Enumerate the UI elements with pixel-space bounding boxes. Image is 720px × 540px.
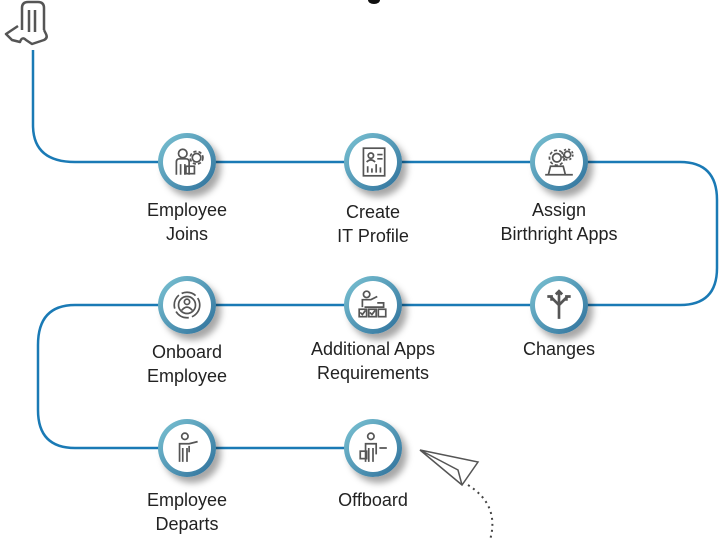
step-node [344, 276, 402, 334]
step-label-line2: Requirements [316, 363, 430, 383]
step-node [158, 419, 216, 477]
apps-gear-icon [545, 148, 574, 176]
step-label-line1: Onboard [151, 342, 223, 362]
step-label: Changes [459, 337, 659, 361]
step-label-line2: Departs [155, 514, 219, 534]
person-cycle-icon [173, 291, 201, 319]
person-exit-icon [359, 432, 387, 462]
step-label-line2: IT Profile [337, 226, 409, 246]
split-arrows-icon [547, 289, 571, 319]
step-label: Create IT Profile [273, 200, 473, 248]
person-pointing-icon [178, 432, 198, 462]
step-label-line1: Create [345, 202, 401, 222]
checklist-person-icon [358, 290, 387, 318]
step-label-line1: Assign [531, 200, 587, 220]
profile-document-icon [362, 147, 386, 177]
step-node [344, 419, 402, 477]
step-label-line2: Employee [146, 366, 228, 386]
person-gear-icon [175, 148, 204, 175]
step-label-line1: Changes [522, 339, 596, 359]
step-node [530, 276, 588, 334]
step-node [530, 133, 588, 191]
step-node [158, 133, 216, 191]
step-label-line1: Employee [146, 200, 228, 220]
step-label-line1: Additional Apps [310, 339, 436, 359]
puzzle-hand-icon [4, 0, 48, 46]
dotted-trail [467, 484, 494, 540]
step-node [344, 133, 402, 191]
step-node [158, 276, 216, 334]
step-label-line2: Joins [165, 224, 209, 244]
step-label: Offboard [273, 488, 473, 512]
paper-plane-icon [419, 449, 480, 487]
step-label-line1: Employee [146, 490, 228, 510]
step-label-line2: Birthright Apps [500, 224, 618, 244]
step-label-line1: Offboard [338, 490, 408, 510]
